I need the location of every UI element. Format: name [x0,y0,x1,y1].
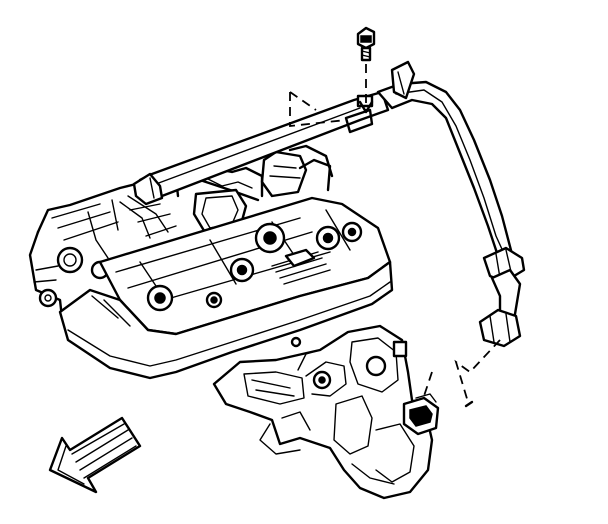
valve-cover [58,196,394,380]
pipe-bracket [344,60,416,134]
bolt [356,26,376,62]
front-direction-arrow [48,416,142,494]
egr-pipe [132,80,526,324]
pipe-fitting [478,308,522,348]
exhaust-manifold [212,324,434,500]
manifold-fitting [402,393,440,436]
engine-block [28,144,334,320]
alignment-lines [289,64,501,408]
